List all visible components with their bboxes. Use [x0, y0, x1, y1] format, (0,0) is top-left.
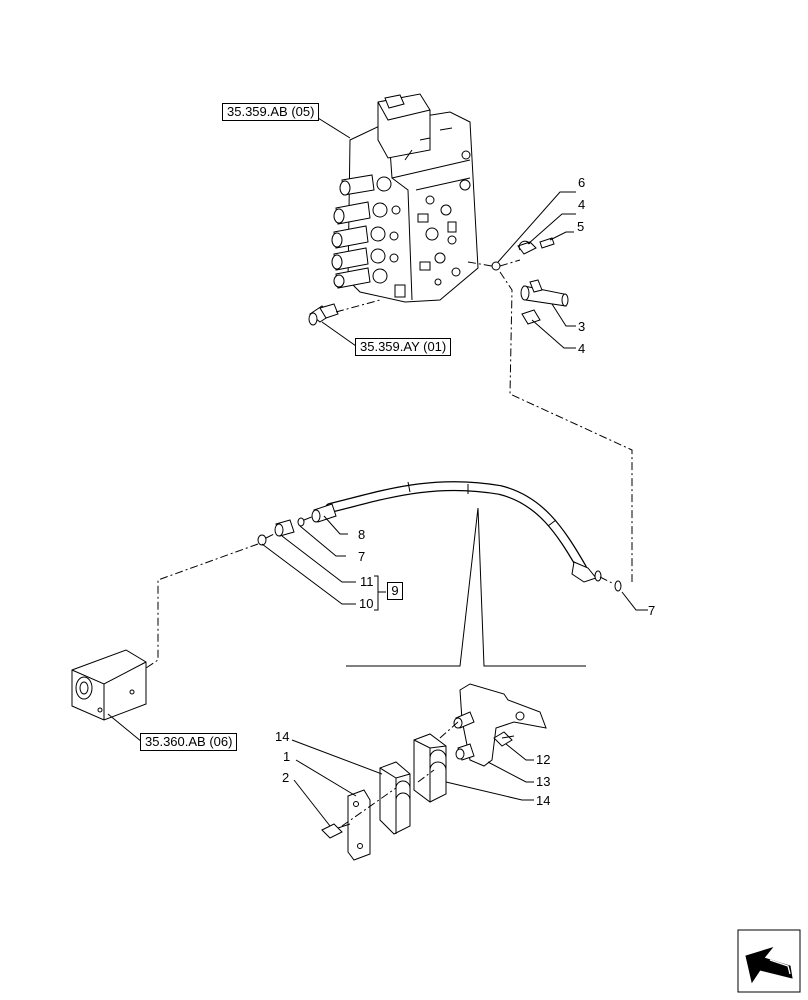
callout-6: 6: [578, 175, 586, 190]
callout-10: 10: [359, 596, 374, 611]
callout-14-right: 14: [536, 793, 551, 808]
callout-8: 8: [358, 527, 366, 542]
ref-fitting[interactable]: 35.359.AY (01): [355, 338, 452, 356]
control-valve: [308, 93, 479, 326]
arrow-back-icon[interactable]: [737, 929, 801, 993]
detail-divider: [346, 507, 586, 667]
callout-3: 3: [578, 319, 586, 334]
callout-4-bottom: 4: [578, 341, 586, 356]
callout-1: 1: [283, 749, 291, 764]
group-callout-9: 9: [387, 582, 403, 600]
callout-7-right: 7: [648, 603, 656, 618]
ref-block[interactable]: 35.360.AB (06): [140, 733, 238, 751]
ref-valve-block[interactable]: 35.359.AB (05): [222, 103, 320, 121]
callout-2: 2: [282, 770, 290, 785]
fitting-assembly: [491, 237, 569, 325]
adapter-fittings: [257, 517, 305, 546]
callout-12: 12: [536, 752, 551, 767]
clamp-assembly: [321, 683, 547, 861]
hose: [311, 481, 602, 583]
callout-13: 13: [536, 774, 551, 789]
callout-4-top: 4: [578, 197, 586, 212]
callout-11: 11: [360, 574, 374, 589]
callout-14-left: 14: [275, 729, 290, 744]
port-block: [71, 649, 147, 721]
callout-5: 5: [577, 219, 585, 234]
valve-fitting-left: [308, 303, 339, 326]
callout-7-left: 7: [358, 549, 366, 564]
